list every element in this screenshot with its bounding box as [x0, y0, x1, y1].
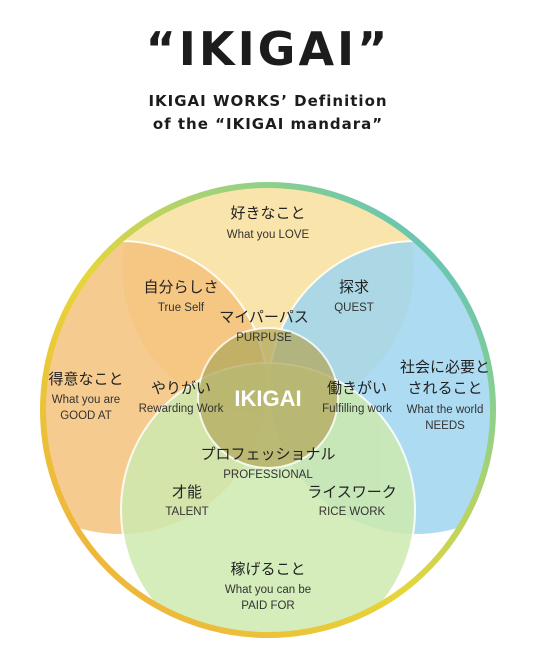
paid-label-en-2: PAID FOR	[241, 600, 294, 612]
good-at-label-en-2: GOOD AT	[60, 410, 112, 422]
page-title: “IKIGAI”	[145, 22, 391, 76]
rice-work-label-en: RICE WORK	[319, 506, 386, 518]
rewarding-label-jp: やりがい	[151, 379, 211, 397]
needs-label-jp-2: されること	[407, 379, 482, 397]
subtitle-line-2: of the “IKIGAI mandara”	[152, 115, 384, 133]
fulfilling-label-en: Fulfilling work	[322, 403, 392, 415]
talent-label-jp: 才能	[172, 483, 202, 501]
ikigai-center-label: IKIGAI	[234, 386, 301, 411]
inner-circle	[197, 327, 339, 469]
professional-label-en: PROFESSIONAL	[223, 469, 313, 481]
true-self-label-jp: 自分らしさ	[143, 278, 218, 296]
quest-label-en: QUEST	[334, 302, 374, 314]
needs-label-en-1: What the world	[407, 404, 484, 416]
quest-label-jp: 探求	[339, 278, 369, 296]
fulfilling-label-jp: 働きがい	[327, 379, 387, 397]
professional-label-jp: プロフェッショナル	[200, 445, 335, 463]
needs-label-jp-1: 社会に必要と	[400, 358, 490, 376]
needs-label-en-2: NEEDS	[425, 420, 465, 432]
love-label-jp: 好きなこと	[230, 204, 305, 222]
good-at-label-en-1: What you are	[52, 394, 120, 406]
paid-label-en-1: What you can be	[225, 584, 311, 596]
subtitle-line-1: IKIGAI WORKS’ Definition	[148, 92, 388, 110]
paid-label-jp: 稼げること	[230, 560, 305, 578]
purpose-label-jp: マイパーパス	[219, 308, 309, 326]
rewarding-label-en: Rewarding Work	[139, 403, 224, 415]
love-label-en: What you LOVE	[227, 229, 310, 241]
outer-ring	[40, 182, 496, 638]
rice-work-label-jp: ライスワーク	[307, 483, 397, 501]
talent-label-en: TALENT	[165, 506, 208, 518]
true-self-label-en: True Self	[158, 302, 205, 314]
purpose-label-en: PURPUSE	[236, 332, 292, 344]
good-at-label-jp: 得意なこと	[48, 370, 123, 388]
